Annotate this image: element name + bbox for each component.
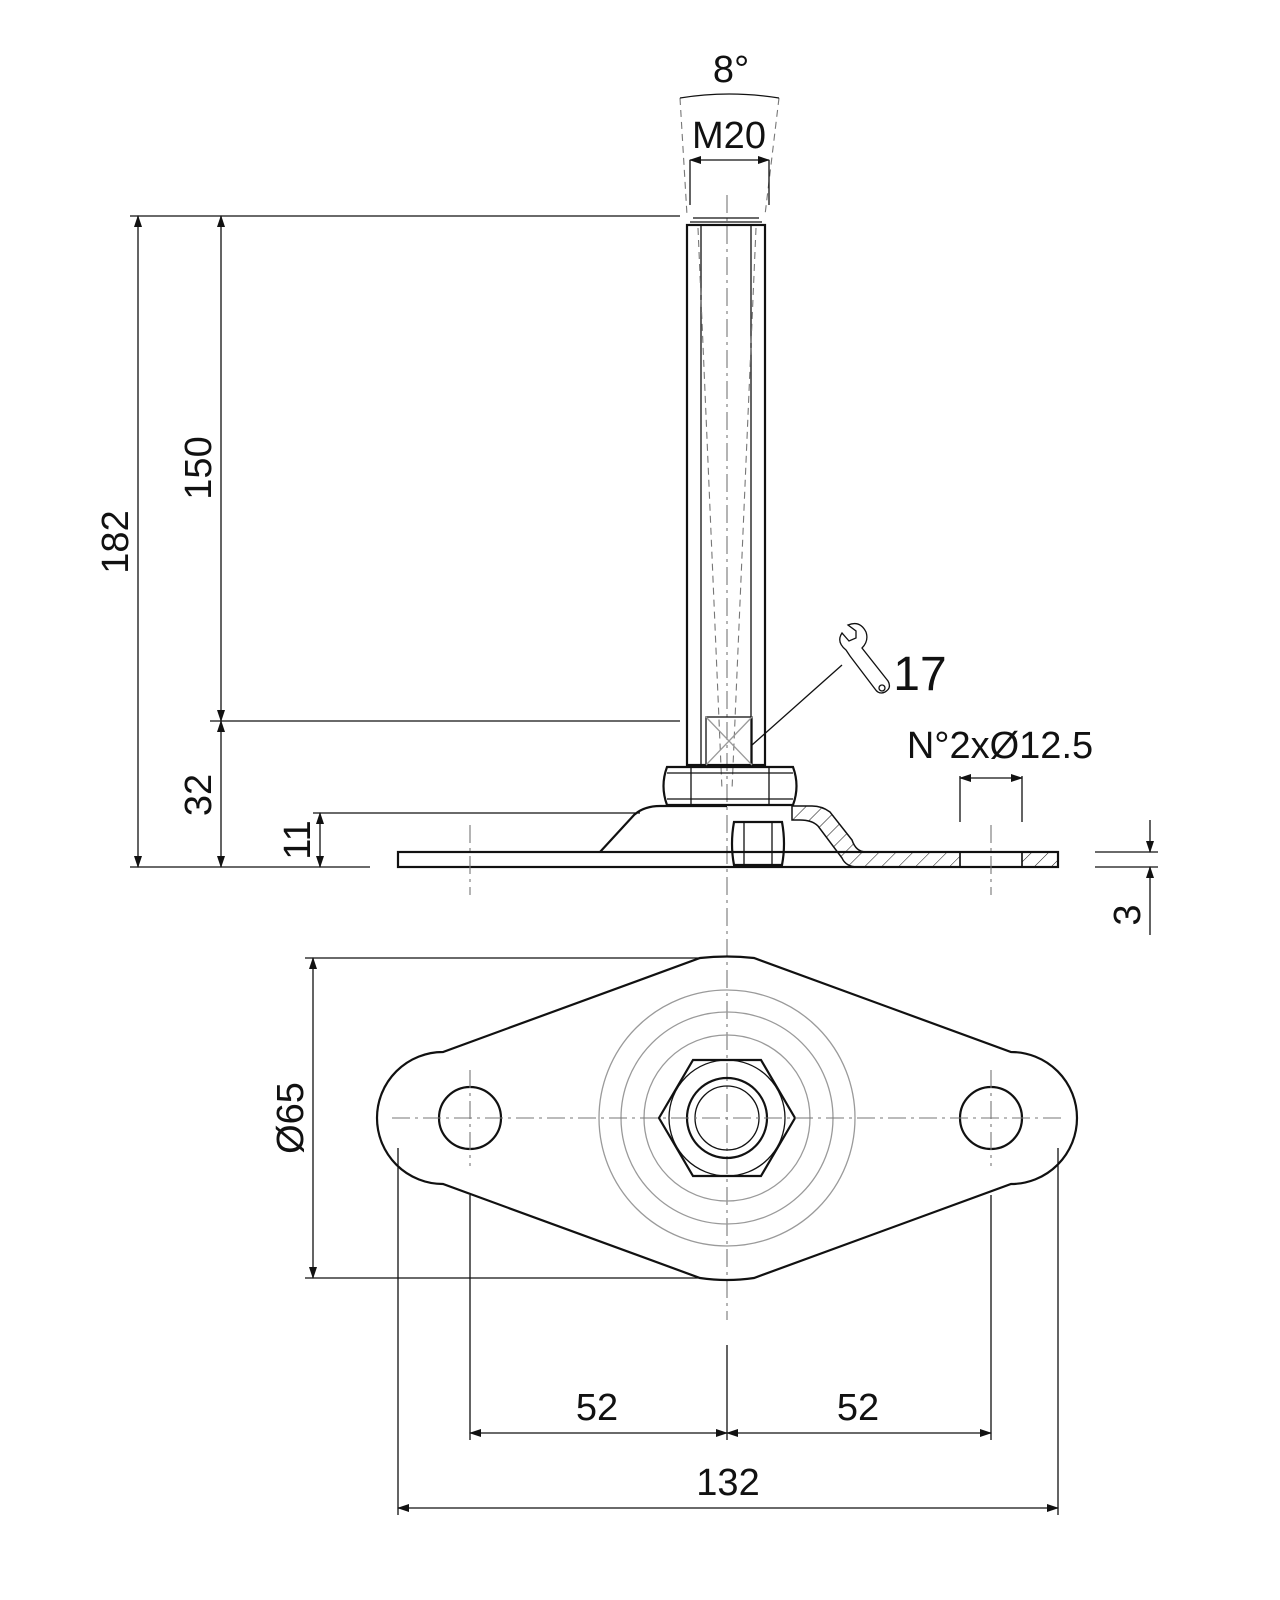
plate-thickness-label: 3 xyxy=(1107,904,1149,925)
base-dome-outer xyxy=(598,989,856,1247)
thread-label: M20 xyxy=(692,115,766,157)
angle-dimension: 8° xyxy=(679,49,780,216)
wrench-icon xyxy=(839,622,891,694)
hex-nut-side xyxy=(662,765,798,807)
wrench-size-label: 17 xyxy=(893,648,946,701)
nut-chamfer xyxy=(668,1059,786,1177)
horizontal-dimensions: 52 52 132 xyxy=(397,1148,1059,1515)
thread-dimension: M20 xyxy=(689,115,770,205)
total-height-label: 182 xyxy=(95,510,137,573)
half-spacing-right-label: 52 xyxy=(837,1387,879,1429)
holes-label: N°2xØ12.5 xyxy=(907,725,1093,767)
top-view xyxy=(375,955,1079,1282)
diameter-dimension: Ø65 xyxy=(270,957,700,1279)
wrench-callout: 17 xyxy=(751,622,947,746)
base-plate-outline xyxy=(375,955,1079,1282)
height-dimensions: 182 150 32 11 xyxy=(95,215,680,868)
diameter-label: Ø65 xyxy=(270,1082,312,1154)
angle-label: 8° xyxy=(713,49,749,91)
half-spacing-left-label: 52 xyxy=(576,1387,618,1429)
threaded-stem xyxy=(685,217,767,791)
base-dome xyxy=(599,804,727,853)
section-cut xyxy=(730,805,1059,868)
holes-dimension: N°2xØ12.5 xyxy=(907,725,1093,822)
base-height-label: 32 xyxy=(178,774,220,816)
hex-nut-top xyxy=(657,1058,797,1178)
side-view xyxy=(396,195,1060,1320)
plate-thickness-dimension: 3 xyxy=(1095,820,1158,935)
overall-length-label: 132 xyxy=(696,1462,759,1504)
stem-height-label: 150 xyxy=(178,436,220,499)
wrench-flats xyxy=(705,716,753,766)
base-body-height-label: 11 xyxy=(277,820,319,859)
